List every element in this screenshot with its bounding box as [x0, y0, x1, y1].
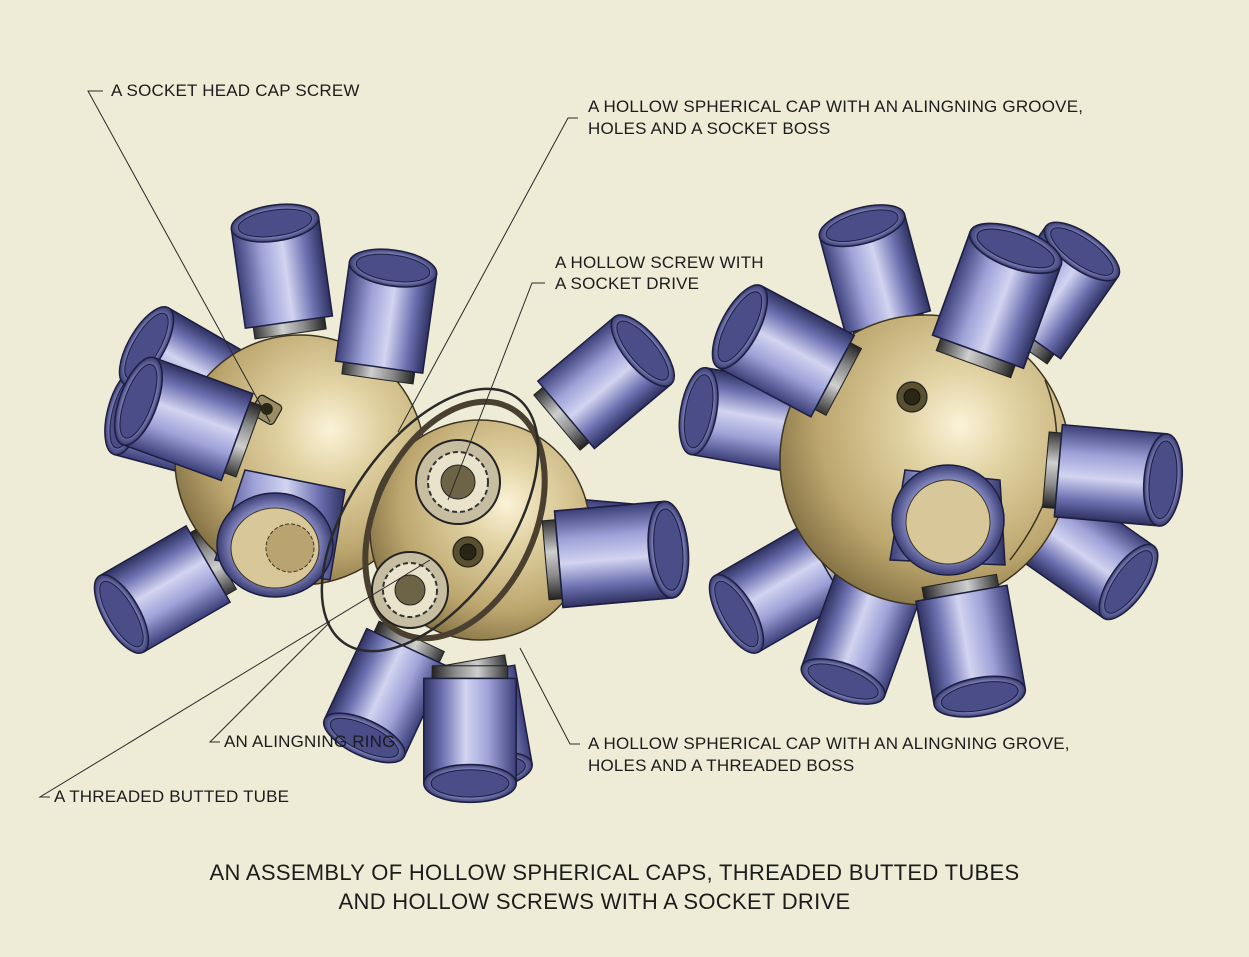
butted-tube [228, 198, 335, 341]
label-hollow-screw-line2: A SOCKET DRIVE [555, 274, 700, 293]
butted-tube [540, 498, 694, 610]
socket-head-cap-screw [250, 394, 283, 425]
middle-assembly [316, 304, 694, 804]
label-aligning-ring: AN ALINGNING RING [224, 732, 396, 751]
label-threaded-butted-tube: A THREADED BUTTED TUBE [54, 787, 290, 806]
socket-boss [452, 536, 484, 568]
right-assembly [672, 196, 1187, 725]
leader-line-aligning-ring [208, 621, 331, 743]
butted-tube [1041, 422, 1187, 529]
aligning-groove [362, 398, 548, 642]
socket-head-cap-screw [896, 381, 928, 413]
leader-lines [38, 90, 580, 798]
butted-tube [527, 304, 686, 458]
label-cap-socket-boss-line1: A HOLLOW SPHERICAL CAP WITH AN ALINGNING… [588, 97, 1084, 116]
butted-tube [333, 243, 440, 386]
caption-line1: AN ASSEMBLY OF HOLLOW SPHERICAL CAPS, TH… [209, 860, 1020, 885]
leader-line-cap-socket-boss [397, 117, 578, 433]
leader-line-hollow-screw [447, 282, 545, 501]
leader-line-cap-screw [87, 90, 271, 423]
butted-tube [912, 572, 1030, 725]
leader-line-cap-threaded-boss [519, 647, 580, 745]
butted-tube-front [214, 469, 346, 598]
label-socket-head-cap-screw: A SOCKET HEAD CAP SCREW [111, 81, 360, 100]
label-cap-threaded-boss-line2: HOLES AND A THREADED BOSS [588, 756, 855, 775]
label-cap-threaded-boss-line1: A HOLLOW SPHERICAL CAP WITH AN ALINGNING… [588, 734, 1070, 753]
left-assembly [83, 198, 440, 662]
label-hollow-screw-line1: A HOLLOW SCREW WITH [555, 253, 764, 272]
label-cap-socket-boss-line2: HOLES AND A SOCKET BOSS [588, 119, 831, 138]
leader-line-butted-tube [38, 559, 431, 798]
butted-tube [423, 665, 517, 804]
caption-line2: AND HOLLOW SCREWS WITH A SOCKET DRIVE [338, 889, 851, 914]
hollow-screw-socket-drive [415, 439, 501, 525]
butted-tube-front [889, 464, 1006, 576]
aligning-ring [320, 387, 540, 653]
hollow-screw-socket-drive [371, 551, 449, 629]
